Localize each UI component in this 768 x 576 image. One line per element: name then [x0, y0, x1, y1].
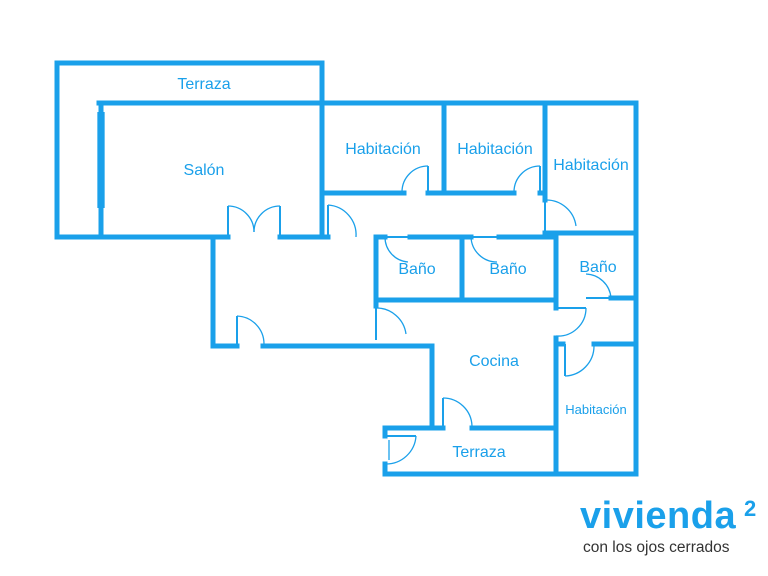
label-terraza-bottom: Terraza	[452, 444, 505, 461]
label-bano-3: Baño	[579, 259, 616, 276]
label-salon: Salón	[184, 162, 225, 179]
room-labels: Terraza Salón Habitación Habitación Habi…	[177, 76, 628, 461]
windows	[97, 112, 390, 460]
door-bath-1	[384, 236, 410, 263]
label-habitacion-1: Habitación	[345, 141, 421, 158]
door-terrace-bottom	[385, 435, 417, 465]
door-bath-3	[585, 273, 612, 299]
brand-wordmark: vivienda	[580, 495, 737, 537]
door-salon	[227, 205, 281, 237]
walls	[54, 60, 639, 477]
door-hall-left	[236, 315, 265, 346]
door-bed-4	[564, 344, 595, 377]
door-bed-1	[401, 165, 429, 193]
label-habitacion-3: Habitación	[553, 157, 629, 174]
label-terraza-top: Terraza	[177, 76, 230, 93]
label-habitacion-4: Habitación	[565, 402, 626, 417]
label-bano-1: Baño	[398, 261, 435, 278]
doors	[227, 165, 612, 465]
brand-superscript: 2	[744, 496, 757, 521]
brand-logo: vivienda 2 con los ojos cerrados	[580, 496, 764, 562]
door-bed-3	[544, 199, 577, 233]
door-bath-2	[470, 236, 499, 263]
door-bed-2	[513, 165, 541, 193]
door-kitchen-hall	[375, 307, 407, 340]
wall-terrace-bottom	[382, 425, 639, 477]
door-hall-to-corridor	[327, 204, 357, 238]
label-bano-2: Baño	[489, 261, 526, 278]
door-kitchen-right	[555, 307, 587, 337]
door-kitchen-terrace	[442, 397, 473, 428]
wall-terrace-outer	[54, 60, 325, 240]
label-habitacion-2: Habitación	[457, 141, 533, 158]
brand-tagline: con los ojos cerrados	[583, 539, 730, 556]
label-cocina: Cocina	[469, 353, 519, 370]
